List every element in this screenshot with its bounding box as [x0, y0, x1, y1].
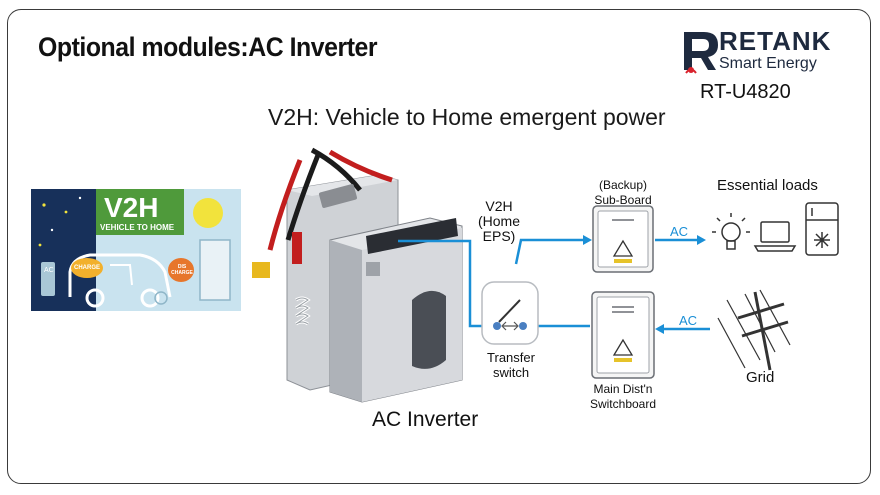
slide-title: Optional modules:AC Inverter	[38, 32, 378, 62]
ac-label-bottom: AC	[679, 313, 698, 328]
inverter-to-switch-line	[398, 239, 490, 328]
banner-title: V2H	[104, 192, 159, 223]
main-label-line1: Main Dist'n	[593, 382, 653, 396]
v2h-banner-image	[31, 189, 241, 311]
switch-to-backup-line	[514, 238, 585, 265]
banner-charge-tag: CHARGE	[74, 265, 101, 271]
transfer-label-line2: switch	[492, 365, 530, 380]
laptop-icon	[753, 221, 797, 252]
ac-label-top: AC	[670, 224, 689, 239]
brand-tagline: Smart Energy	[719, 55, 817, 72]
banner-discharge-tag: DIS CHARGE	[171, 264, 193, 276]
home-eps-label: (Home EPS)	[477, 213, 520, 244]
diagram-subtitle: V2H: Vehicle to Home emergent power	[268, 104, 666, 130]
banner-ac-tag: AC	[44, 267, 54, 274]
arrow-to-main-icon	[655, 324, 664, 334]
grid-label: Grid	[746, 369, 775, 386]
transfer-label-line1: Transfer	[487, 350, 535, 365]
refrigerator-icon	[805, 202, 839, 256]
grid-tower-icon	[717, 289, 791, 371]
transfer-switch-icon	[481, 281, 539, 345]
backup-sub-board-label: (Backup) Sub-Board	[584, 178, 662, 208]
backup-label-line2: Sub-Board	[594, 193, 652, 207]
ac-inverter-label: AC Inverter	[372, 408, 479, 431]
transfer-switch-label: Transfer switch	[480, 350, 542, 380]
essential-loads-label: Essential loads	[717, 177, 818, 194]
arrow-to-loads-icon	[697, 235, 706, 245]
main-switchboard-icon	[591, 291, 655, 379]
ac-inverter-image	[252, 147, 463, 403]
v2h-label: V2H	[485, 198, 513, 214]
main-label-line2: Switchboard	[589, 397, 657, 411]
main-switchboard-label: Main Dist'n Switchboard	[580, 382, 666, 412]
arrow-to-backup-icon	[583, 235, 592, 245]
v2h-home-eps-label: V2H (Home EPS)	[462, 199, 536, 244]
banner-caption: VEHICLE TO HOME	[100, 223, 175, 232]
brand-name: RETANK	[719, 26, 832, 56]
light-bulb-icon	[712, 213, 750, 250]
backup-label-line1: (Backup)	[598, 178, 648, 192]
backup-sub-board-icon	[592, 205, 654, 273]
model-number: RT-U4820	[700, 81, 791, 103]
flow-lines	[398, 238, 710, 331]
